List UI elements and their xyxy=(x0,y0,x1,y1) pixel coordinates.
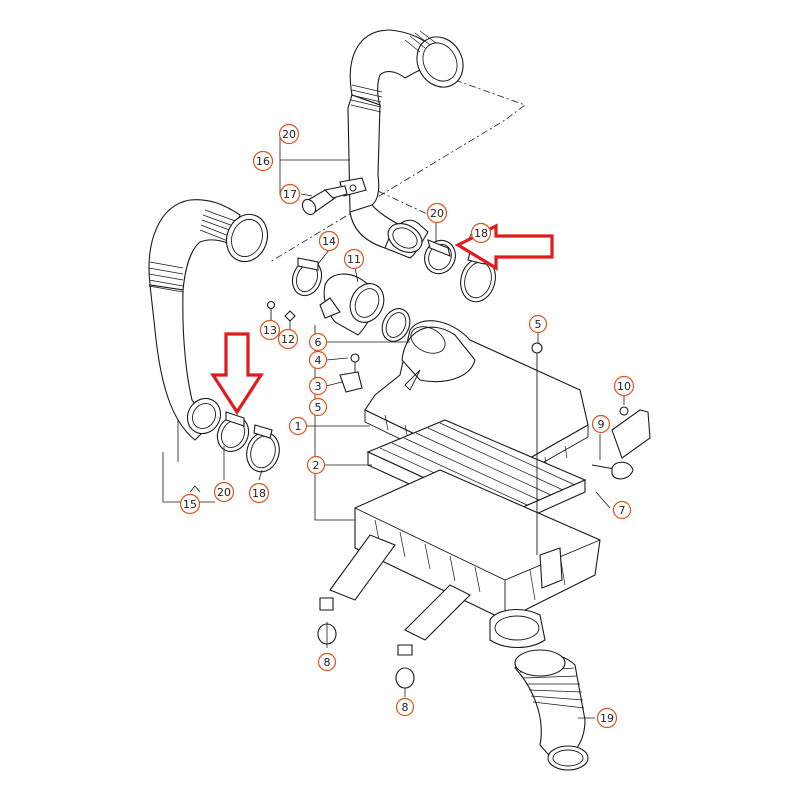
rubber-mounts-part-8 xyxy=(317,597,415,689)
callout-1: 1 xyxy=(288,416,308,436)
callout-circle xyxy=(306,455,326,475)
callout-number: 15 xyxy=(183,498,197,511)
callout-number: 5 xyxy=(315,401,322,414)
callout-4: 4 xyxy=(308,350,328,370)
sensor-part-17 xyxy=(301,185,348,216)
callout-18: 18 xyxy=(248,482,270,504)
upper-clamps xyxy=(424,239,496,303)
callout-number: 7 xyxy=(619,504,626,517)
callout-5: 5 xyxy=(528,314,548,334)
callout-circle xyxy=(395,697,415,717)
callout-12: 12 xyxy=(277,328,299,350)
callout-circle xyxy=(318,230,340,252)
intake-duct-part-19 xyxy=(514,649,589,771)
callout-circle xyxy=(343,248,365,270)
callout-number: 19 xyxy=(600,712,614,725)
callout-5: 5 xyxy=(308,397,328,417)
callout-number: 9 xyxy=(598,418,605,431)
callout-number: 8 xyxy=(402,701,409,714)
callout-number: 20 xyxy=(217,486,231,499)
callout-number: 2 xyxy=(313,459,320,472)
callout-9: 9 xyxy=(591,414,611,434)
callout-20: 20 xyxy=(213,481,235,503)
callout-6: 6 xyxy=(308,332,328,352)
callout-20: 20 xyxy=(426,202,448,224)
air-flow-meter-part-11 xyxy=(291,257,411,342)
callout-20: 20 xyxy=(278,123,300,145)
callout-number: 3 xyxy=(315,380,322,393)
callout-circle xyxy=(317,652,337,672)
callout-number: 20 xyxy=(282,128,296,141)
callout-8: 8 xyxy=(395,697,415,717)
left-intake-hose xyxy=(148,199,269,441)
callout-19: 19 xyxy=(596,707,618,729)
callout-3: 3 xyxy=(308,376,328,396)
callout-number: 8 xyxy=(324,656,331,669)
callout-16: 16 xyxy=(252,150,274,172)
air-filter-housing-bottom xyxy=(329,469,601,649)
callout-circle xyxy=(252,150,274,172)
callout-number: 12 xyxy=(281,333,295,346)
callout-circle xyxy=(248,482,270,504)
callout-17: 17 xyxy=(279,183,301,205)
callout-circle xyxy=(278,123,300,145)
callout-8: 8 xyxy=(317,652,337,672)
callout-number: 4 xyxy=(315,354,322,367)
callout-circle xyxy=(528,314,548,334)
callout-circle xyxy=(259,319,281,341)
callout-18: 18 xyxy=(470,222,492,244)
callout-number: 18 xyxy=(474,227,488,240)
callout-15: 15 xyxy=(179,493,201,515)
callout-10: 10 xyxy=(613,375,635,397)
callout-circle xyxy=(179,493,201,515)
highlight-arrow-pointing-down xyxy=(210,332,264,415)
callout-number: 5 xyxy=(535,318,542,331)
callout-number: 13 xyxy=(263,324,277,337)
callout-number: 11 xyxy=(347,253,361,266)
callout-number: 14 xyxy=(322,235,336,248)
callout-circle xyxy=(470,222,492,244)
callout-7: 7 xyxy=(612,500,632,520)
callout-number: 1 xyxy=(295,420,302,433)
callout-circle xyxy=(591,414,611,434)
callout-circle xyxy=(426,202,448,224)
callout-number: 20 xyxy=(430,207,444,220)
bolt-parts-12-13 xyxy=(266,300,296,322)
callout-circle xyxy=(277,328,299,350)
callout-circle xyxy=(213,481,235,503)
bolts-part-5 xyxy=(531,342,543,555)
callout-2: 2 xyxy=(306,455,326,475)
callout-number: 10 xyxy=(617,380,631,393)
callout-circle xyxy=(308,376,328,396)
callout-circle xyxy=(279,183,301,205)
upper-intake-hose xyxy=(339,29,464,259)
callout-circle xyxy=(596,707,618,729)
bracket-parts-7-9-10 xyxy=(591,406,651,480)
callout-circle xyxy=(288,416,308,436)
callout-14: 14 xyxy=(318,230,340,252)
callout-circle xyxy=(612,500,632,520)
callout-number: 17 xyxy=(283,188,297,201)
callout-13: 13 xyxy=(259,319,281,341)
callout-circle xyxy=(308,332,328,352)
callout-number: 16 xyxy=(256,155,270,168)
lower-left-clamps xyxy=(216,411,280,473)
callout-circle xyxy=(308,350,328,370)
callout-number: 6 xyxy=(315,336,322,349)
callout-circle xyxy=(613,375,635,397)
bracket-parts-3-4 xyxy=(339,353,363,393)
callout-number: 18 xyxy=(252,487,266,500)
callout-11: 11 xyxy=(343,248,365,270)
callout-circle xyxy=(308,397,328,417)
